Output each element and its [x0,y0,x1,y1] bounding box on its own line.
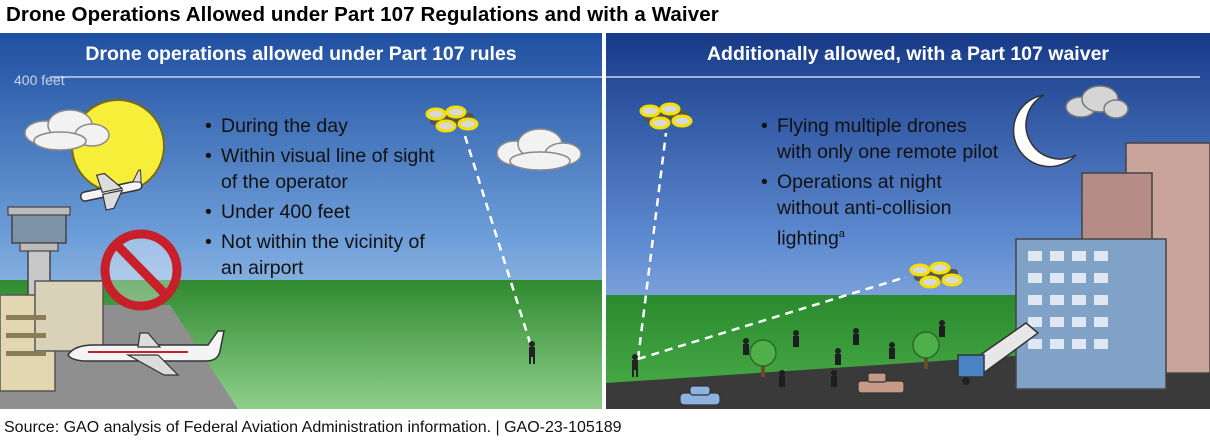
left-panel-heading: Drone operations allowed under Part 107 … [85,43,517,65]
list-item: • Flying multiple drones with only one re… [761,113,1001,165]
altitude-label: 400 feet [14,72,65,88]
drone-icon [909,261,963,289]
terminal-building [0,280,104,392]
rule-text: Under 400 feet [221,201,351,223]
rule-text: During the day [221,115,348,137]
tree-icon [749,339,777,377]
cloud-icon [496,128,582,171]
moon-icon [1012,94,1077,168]
part107-panel: Drone operations allowed under Part 107 … [0,33,602,409]
airliner-icon [67,330,225,376]
footnote-marker: a [838,228,845,240]
list-item: • During the day [205,113,445,139]
source-note: Source: GAO analysis of Federal Aviation… [4,419,622,436]
daytime-scene [0,33,602,409]
line-of-sight [636,132,668,360]
operator-icon [529,341,535,364]
list-item: • Operations at night without anti-collis… [761,169,1001,252]
rule-text: Not within the vicinity of an airport [221,231,425,279]
truck-icon [957,322,1040,385]
car-icon [857,372,905,394]
bullet-icon: • [205,231,212,253]
waiver-text: Operations at night without anti-collisi… [777,171,952,250]
right-panel-heading: Additionally allowed, with a Part 107 wa… [706,43,1110,65]
drone-icon [639,102,693,130]
bullet-icon: • [205,145,212,167]
bullet-icon: • [205,201,212,223]
line-of-sight [637,275,907,361]
bullet-icon: • [761,171,768,193]
waiver-allowances-list: • Flying multiple drones with only one re… [761,113,1001,256]
people-icons [743,320,945,387]
tree-icon [912,331,940,369]
part107-rules-list: • During the day • Within visual line of s… [205,113,445,285]
bullet-icon: • [205,115,212,137]
car-icon [679,385,721,406]
operator-icon [632,354,638,377]
drone-icon [425,105,479,133]
cloud-icon [1065,85,1129,119]
list-item: • Within visual line of sight of the oper… [205,143,445,195]
night-scene [606,33,1210,409]
list-item: • Not within the vicinity of an airport [205,229,445,281]
city-buildings [1015,142,1210,390]
airplane-icon [79,169,143,211]
list-item: • Under 400 feet [205,199,445,225]
waiver-text: Flying multiple drones with only one rem… [777,115,999,163]
waiver-panel: Additionally allowed, with a Part 107 wa… [606,33,1210,409]
cloud-icon [24,109,110,151]
rule-text: Within visual line of sight of the opera… [221,145,435,193]
bullet-icon: • [761,115,768,137]
page-title: Drone Operations Allowed under Part 107 … [6,3,719,26]
line-of-sight [463,135,534,350]
prohibition-icon [100,229,182,311]
